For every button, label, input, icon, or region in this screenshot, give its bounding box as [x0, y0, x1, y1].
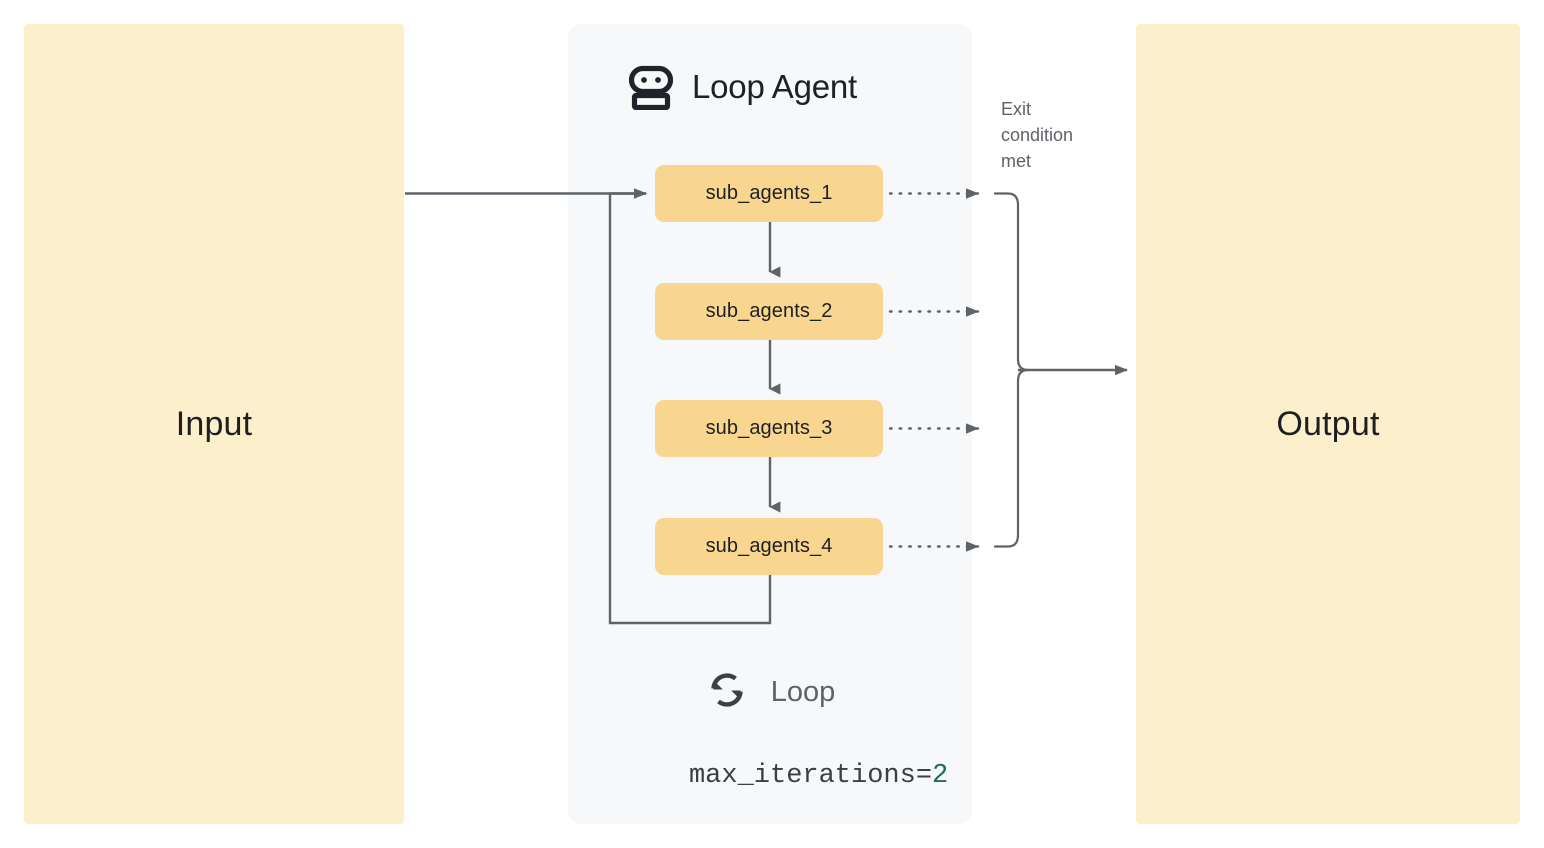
robot-icon: [628, 64, 674, 110]
sub-agent-box-3[interactable]: sub_agents_3: [655, 400, 883, 457]
input-panel: Input: [24, 24, 404, 824]
connector-merge-bracket: [993, 192, 1030, 548]
sub-agent-box-2[interactable]: sub_agents_2: [655, 283, 883, 340]
max-iterations-text: max_iterations=2: [592, 731, 948, 821]
sub-agent-box-1[interactable]: sub_agents_1: [655, 165, 883, 222]
sub-agent-label-3: sub_agents_3: [705, 417, 833, 439]
output-panel: Output: [1136, 24, 1520, 824]
loop-row: Loop: [705, 668, 836, 717]
max-iterations-value: 2: [932, 761, 949, 791]
output-label: Output: [1276, 404, 1380, 443]
loop-label: Loop: [770, 676, 836, 708]
loop-footer: Loop max_iterations=2: [568, 668, 972, 821]
loop-icon: [705, 668, 749, 717]
sub-agent-label-2: sub_agents_2: [705, 300, 833, 322]
sub-agent-label-4: sub_agents_4: [705, 535, 833, 557]
max-iterations-key: max_iterations=: [688, 761, 933, 791]
sub-agent-label-1: sub_agents_1: [705, 182, 833, 204]
loop-agent-header: Loop Agent: [628, 64, 857, 110]
sub-agent-box-4[interactable]: sub_agents_4: [655, 518, 883, 575]
exit-condition-note: Exit condition met: [1001, 99, 1074, 171]
loop-agent-title: Loop Agent: [692, 68, 857, 105]
input-label: Input: [175, 404, 253, 443]
